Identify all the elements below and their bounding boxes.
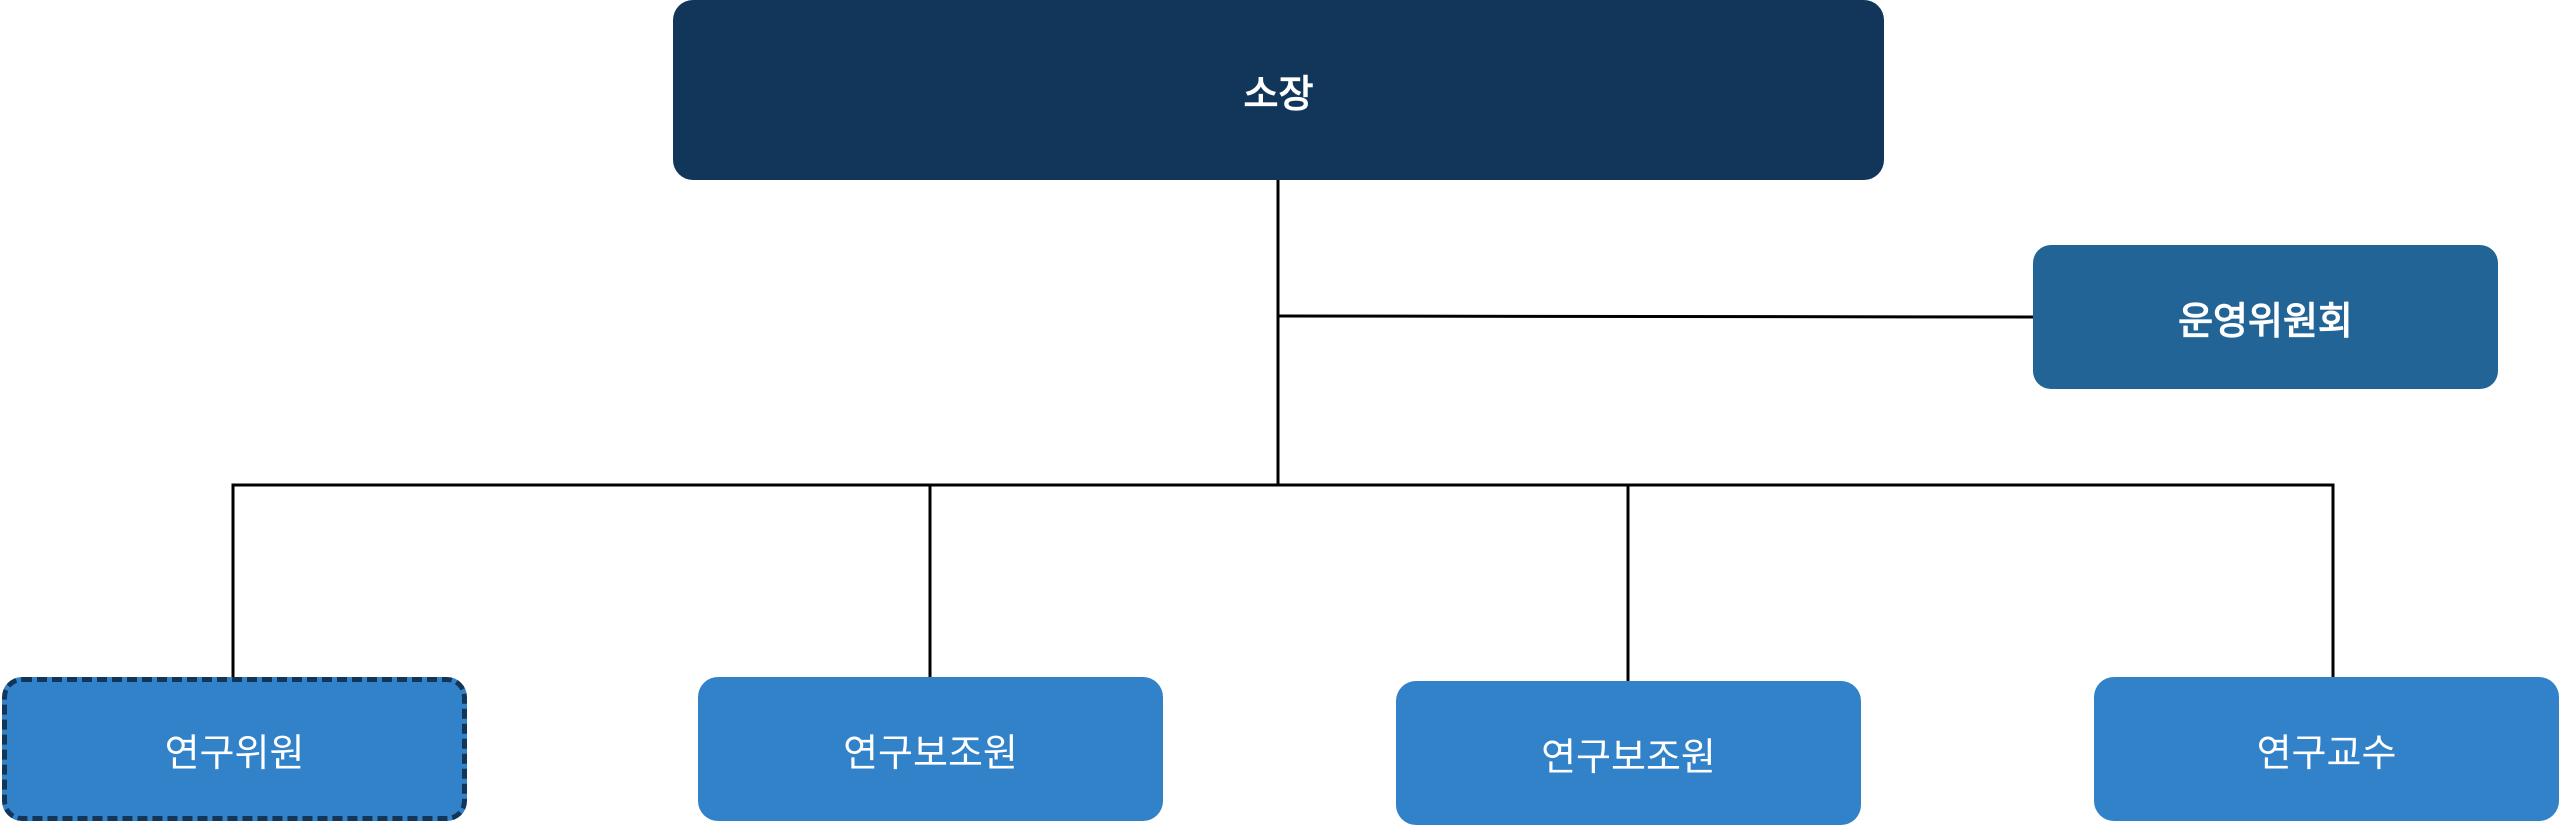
director-label: 소장: [1243, 71, 1314, 116]
steering-committee-label: 운영위원회: [2178, 298, 2353, 343]
research-professor-label: 연구교수: [2256, 730, 2397, 775]
research-assistant-label: 연구보조원: [843, 730, 1018, 775]
research-assistant-node: 연구보조원: [698, 677, 1163, 821]
connector-committee: [1276, 314, 2035, 319]
research-assistant-label: 연구보조원: [1541, 734, 1716, 779]
steering-committee-node: 운영위원회: [2033, 245, 2498, 389]
director-node: 소장: [673, 0, 1884, 180]
research-professor-node: 연구교수: [2094, 677, 2559, 821]
research-assistant-node: 연구보조원: [1396, 681, 1861, 825]
research-fellow-label: 연구위원: [164, 730, 305, 775]
research-fellow-node: 연구위원: [2, 677, 467, 821]
